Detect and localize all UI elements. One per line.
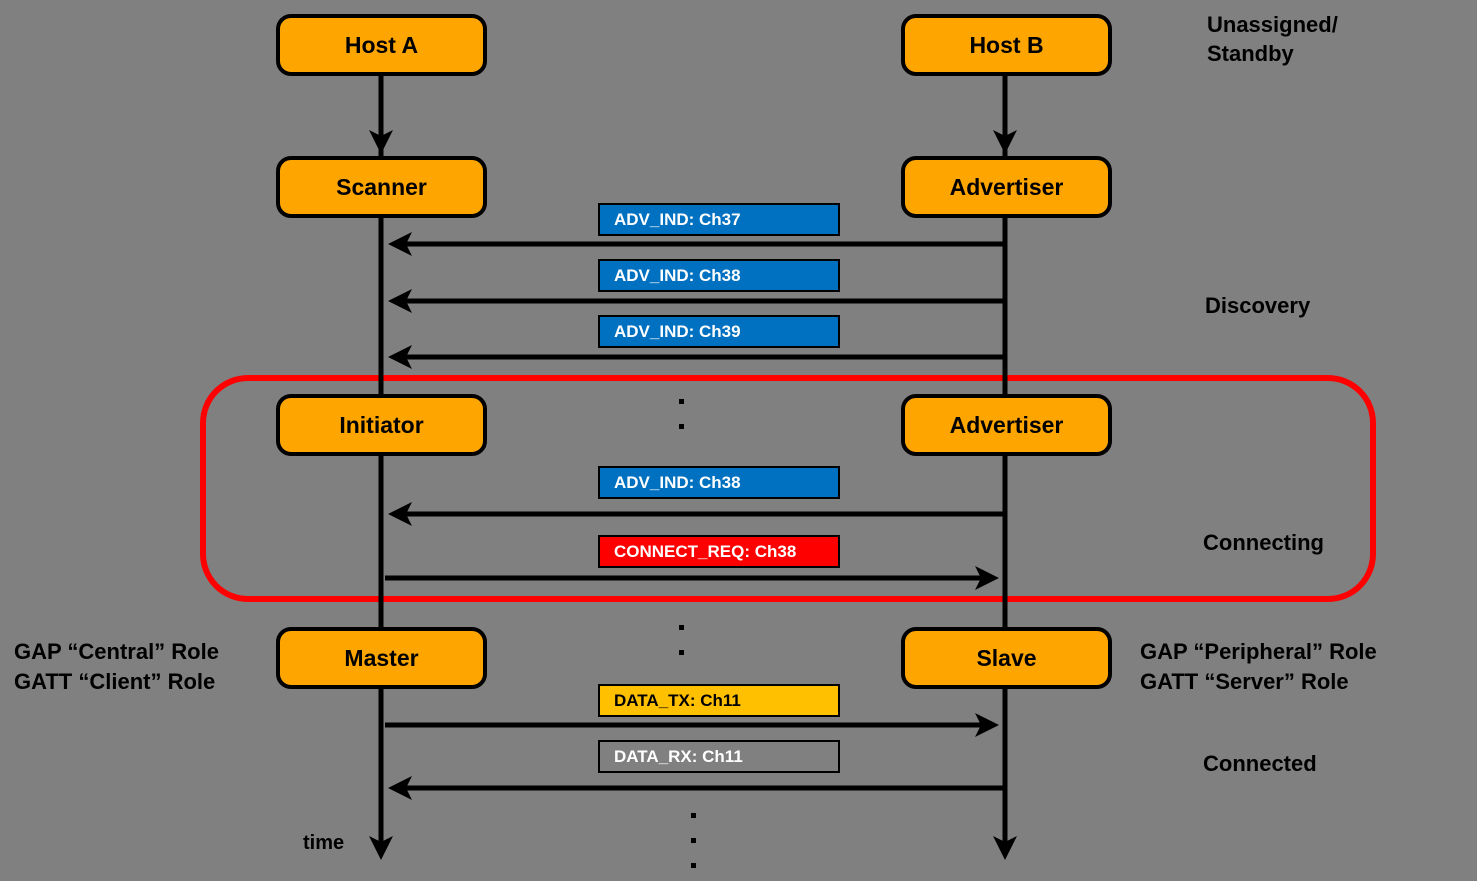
phase-label-discovery: Discovery: [1205, 293, 1311, 318]
role-box-advertiser-discovery: Advertiser: [901, 156, 1112, 218]
arrow-adv-ind-ch38: [388, 289, 1003, 313]
phase-label-connecting: Connecting: [1203, 530, 1324, 555]
ellipsis-dot: [691, 813, 696, 818]
message-connect-req-ch38: CONNECT_REQ: Ch38: [598, 535, 840, 568]
arrow-adv-ind-ch38-connecting: [388, 502, 1003, 526]
ellipsis-dot: [679, 650, 684, 655]
role-box-slave: Slave: [901, 627, 1112, 689]
role-box-scanner: Scanner: [276, 156, 487, 218]
role-box-host-a: Host A: [276, 14, 487, 76]
message-adv-ind-ch38: ADV_IND: Ch38: [598, 259, 840, 292]
message-data-tx-ch11: DATA_TX: Ch11: [598, 684, 840, 717]
arrow-data-tx-ch11: [385, 713, 999, 737]
ellipsis-dot: [679, 625, 684, 630]
role-box-advertiser-connecting: Advertiser: [901, 394, 1112, 456]
annotation-gap-central-role: GAP “Central” Role: [14, 639, 219, 664]
phase-label-connected: Connected: [1203, 751, 1317, 776]
ellipsis-dot: [691, 838, 696, 843]
arrow-adv-ind-ch39: [388, 345, 1003, 369]
time-label: time: [303, 832, 345, 854]
message-adv-ind-ch39: ADV_IND: Ch39: [598, 315, 840, 348]
role-box-initiator: Initiator: [276, 394, 487, 456]
arrow-adv-ind-ch37: [388, 232, 1003, 256]
message-adv-ind-ch38-connecting: ADV_IND: Ch38: [598, 466, 840, 499]
arrow-data-rx-ch11: [388, 776, 1003, 800]
phase-label-standby-line2: Standby: [1207, 41, 1294, 66]
connecting-highlight-outline: [200, 375, 1376, 602]
annotation-gap-peripheral-role: GAP “Peripheral” Role: [1140, 639, 1377, 664]
ellipsis-dot: [691, 863, 696, 868]
ellipsis-dot: [679, 399, 684, 404]
role-box-host-b: Host B: [901, 14, 1112, 76]
annotation-gatt-server-role: GATT “Server” Role: [1140, 669, 1349, 694]
message-adv-ind-ch37: ADV_IND: Ch37: [598, 203, 840, 236]
ellipsis-dot: [679, 424, 684, 429]
phase-label-standby-line1: Unassigned/: [1207, 12, 1338, 37]
message-data-rx-ch11: DATA_RX: Ch11: [598, 740, 840, 773]
arrow-connect-req-ch38: [385, 566, 999, 590]
role-box-master: Master: [276, 627, 487, 689]
annotation-gatt-client-role: GATT “Client” Role: [14, 669, 216, 694]
